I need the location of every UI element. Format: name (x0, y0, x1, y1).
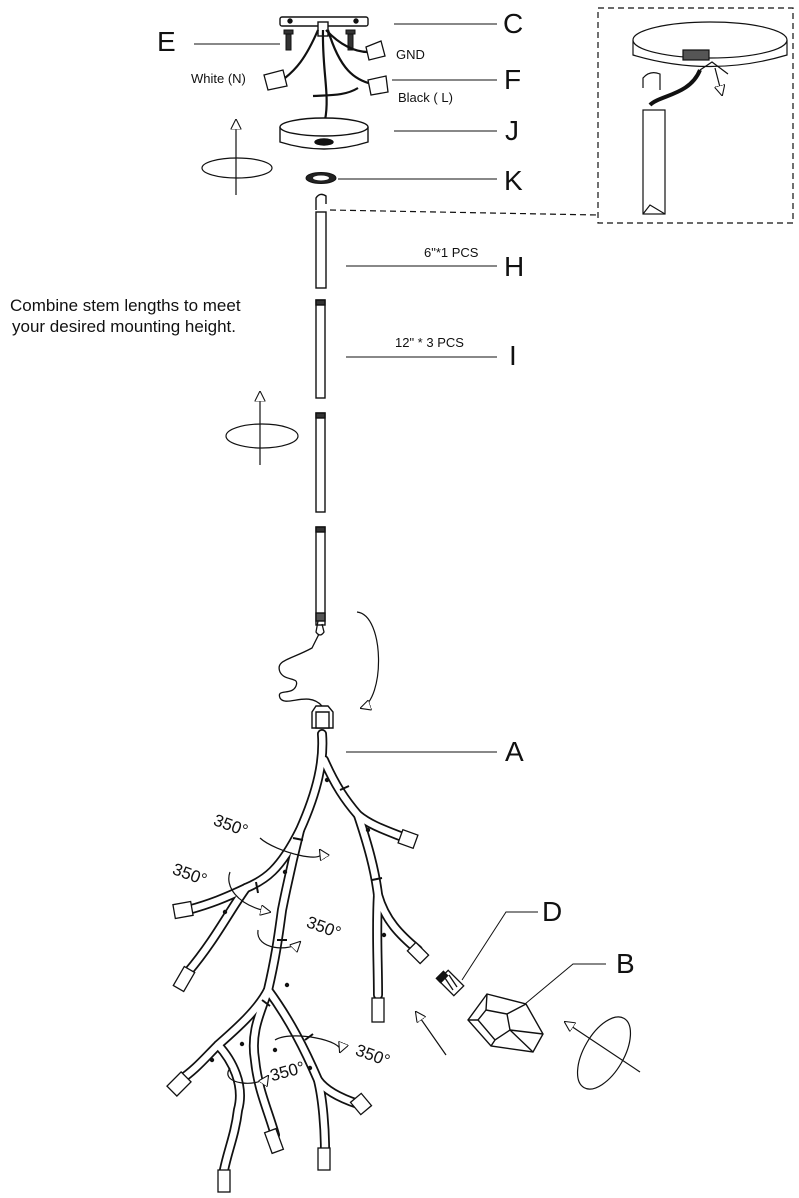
branch-dots (209, 777, 387, 1071)
cord-grip (311, 705, 334, 729)
branch-fixture-inner (176, 730, 422, 1174)
instruction-line-1: Combine stem lengths to meet (10, 296, 241, 315)
glass-shade (467, 993, 544, 1053)
mounting-bracket (279, 16, 369, 37)
callout-h: H (504, 251, 525, 282)
canopy (279, 117, 369, 150)
branch-fixture (175, 729, 423, 1175)
socket-caps (166, 828, 430, 1193)
stem-h-quantity: 6"*1 PCS (424, 245, 479, 260)
callout-f: F (504, 64, 522, 95)
instruction-line-2: your desired mounting height. (12, 317, 236, 336)
leader-lines (194, 23, 606, 1005)
black-wire-label: Black ( L) (398, 90, 453, 105)
rotation-arrows (201, 120, 641, 1090)
callout-e: E (157, 26, 176, 57)
callout-j: J (505, 115, 519, 146)
stem-hook (315, 620, 325, 636)
stem-i-quantity: 12" * 3 PCS (395, 335, 464, 350)
wire-nuts (263, 40, 389, 96)
gnd-label: GND (396, 47, 425, 62)
bulb (435, 969, 465, 997)
white-wire-label: White (N) (191, 71, 246, 86)
callout-c: C (503, 8, 524, 39)
supply-wires (284, 29, 373, 121)
stems (315, 193, 327, 626)
mounting-screws (283, 29, 356, 51)
callout-d: D (542, 896, 563, 927)
callout-b: B (616, 948, 635, 979)
power-cord (278, 633, 323, 707)
callout-k: K (504, 165, 523, 196)
callout-a: A (505, 736, 524, 767)
inset-detail (329, 7, 794, 224)
callout-i: I (509, 340, 517, 371)
lock-ring (305, 172, 337, 184)
